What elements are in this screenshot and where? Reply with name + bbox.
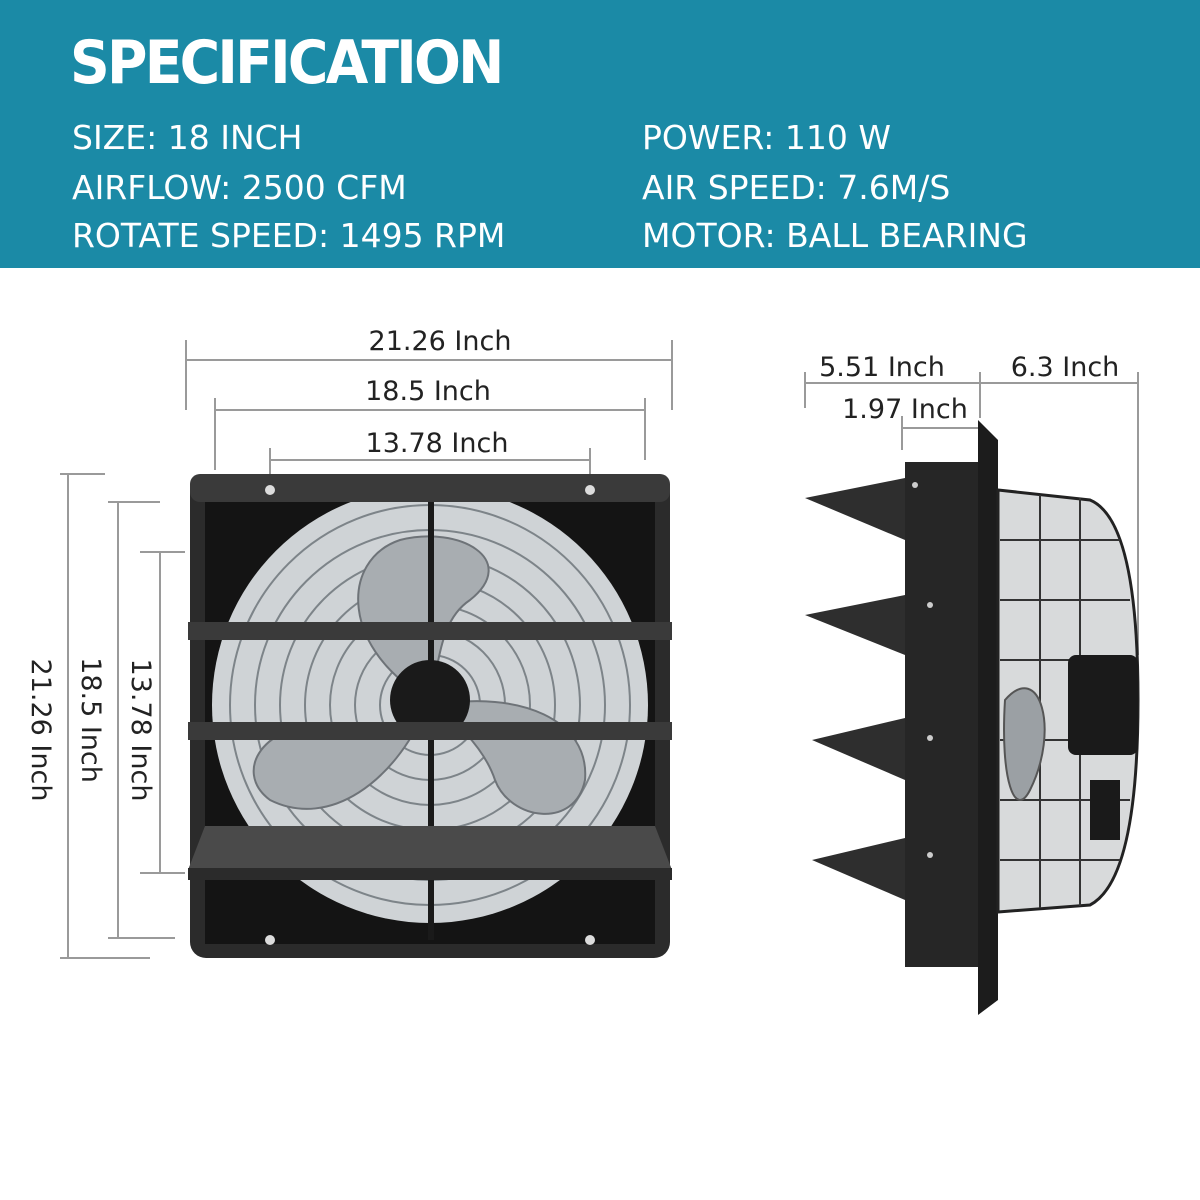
fan-front-view <box>188 474 672 958</box>
page-title: SPECIFICATION <box>70 28 504 98</box>
spec-banner: SPECIFICATION SIZE: 18 INCH AIRFLOW: 250… <box>0 0 1200 268</box>
spec-power: POWER: 110 W <box>642 118 891 157</box>
front-height-inner-label: 13.78 Inch <box>125 659 156 802</box>
front-width-dimensions <box>185 340 673 490</box>
spec-airflow: AIRFLOW: 2500 CFM <box>72 168 407 207</box>
front-width-outer-label: 21.26 Inch <box>369 326 512 357</box>
front-height-middle-label: 18.5 Inch <box>75 657 106 783</box>
front-width-middle-label: 18.5 Inch <box>365 376 491 407</box>
fan-dimension-diagram: 21.26 Inch 18.5 Inch 13.78 Inch 21.26 In… <box>25 326 1140 1015</box>
fan-side-view <box>805 420 1140 1015</box>
side-depth-motor-label: 6.3 Inch <box>1011 352 1120 383</box>
side-depth-shutter-label: 5.51 Inch <box>819 352 945 383</box>
front-width-inner-label: 13.78 Inch <box>366 428 509 459</box>
side-depth-dimensions <box>804 372 1139 655</box>
spec-size: SIZE: 18 INCH <box>72 118 303 157</box>
front-height-dimensions <box>60 473 185 959</box>
spec-motor: MOTOR: BALL BEARING <box>642 216 1028 255</box>
spec-rotate-speed: ROTATE SPEED: 1495 RPM <box>72 216 506 255</box>
spec-air-speed: AIR SPEED: 7.6M/S <box>642 168 951 207</box>
front-height-outer-label: 21.26 Inch <box>25 659 56 802</box>
side-depth-flange-label: 1.97 Inch <box>842 394 968 425</box>
